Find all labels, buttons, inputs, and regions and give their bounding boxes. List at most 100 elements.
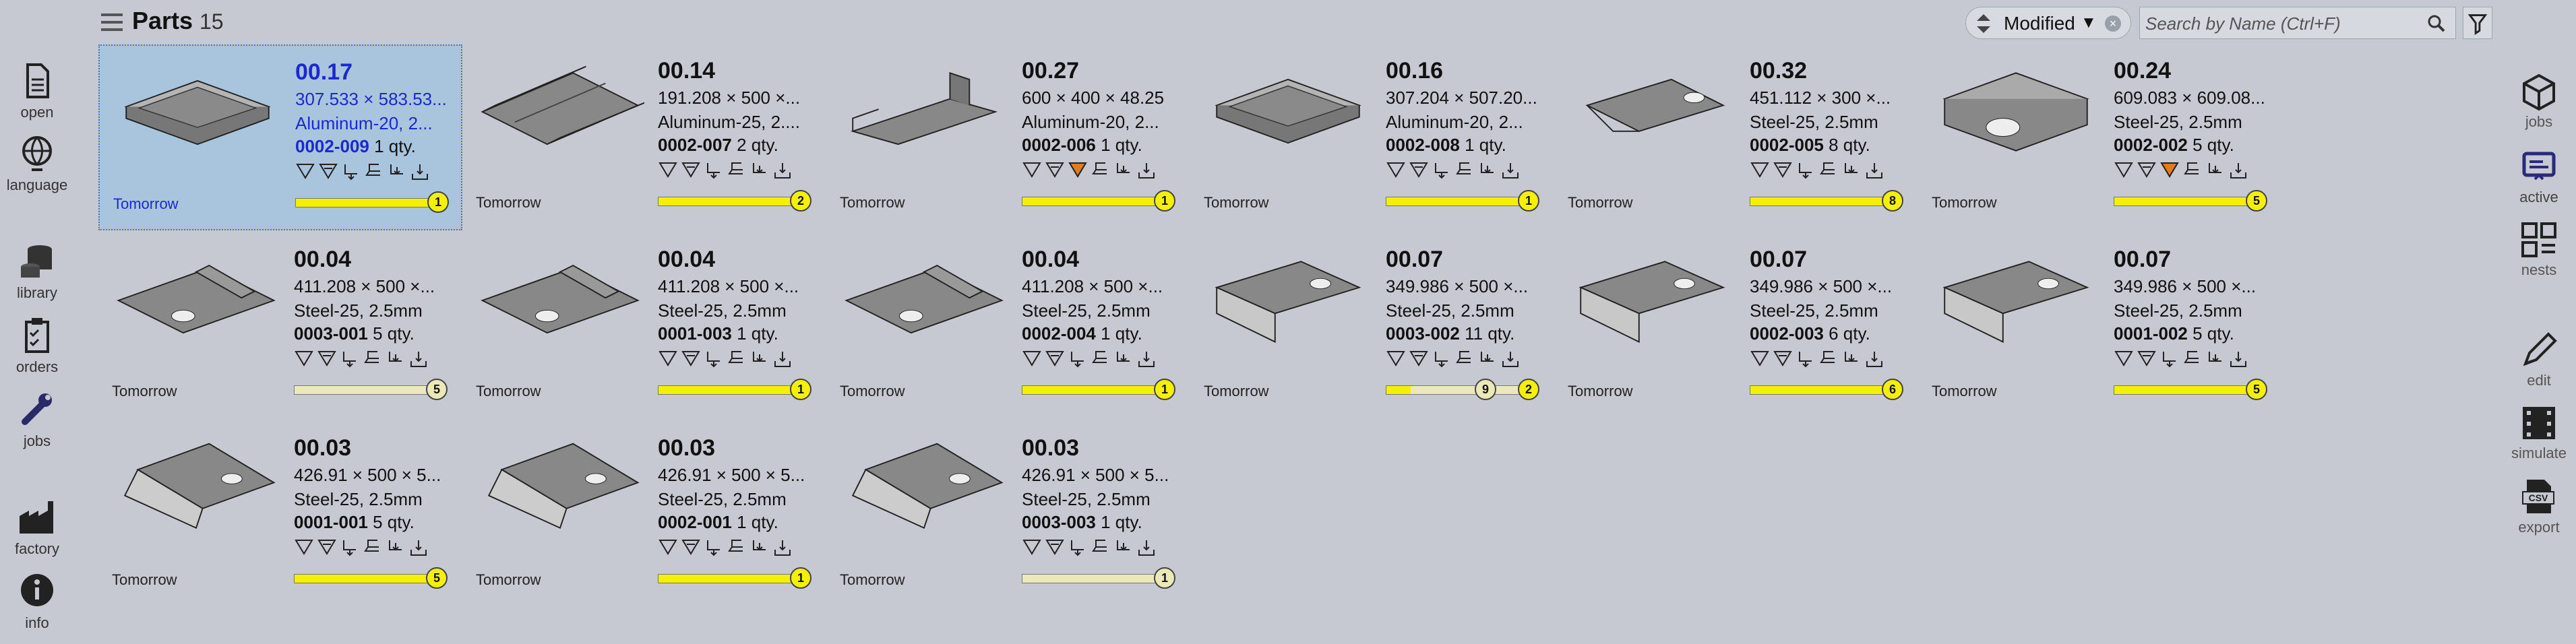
nav-language[interactable]: language bbox=[0, 132, 74, 194]
part-thumbnail[interactable] bbox=[112, 435, 280, 543]
part-dimensions: 609.083 × 609.08... bbox=[2114, 88, 2265, 108]
part-card[interactable]: Tomorrow 00.27 600 × 400 × 48.25 Aluminu… bbox=[826, 44, 1190, 230]
nav-right-nests[interactable]: nests bbox=[2502, 218, 2576, 279]
unload-op-icon bbox=[774, 163, 791, 179]
nav-jobs[interactable]: jobs bbox=[0, 388, 74, 450]
operation-icons bbox=[658, 349, 793, 369]
job-id[interactable]: 0003-001 bbox=[294, 323, 368, 344]
progress-bar: 5 bbox=[294, 379, 448, 400]
part-thumbnail[interactable] bbox=[1932, 247, 2100, 354]
quantity-badge: 1 bbox=[1518, 190, 1539, 212]
part-thumbnail[interactable] bbox=[476, 435, 644, 543]
part-thumbnail[interactable] bbox=[1204, 58, 1372, 166]
bend-op-icon bbox=[2160, 162, 2179, 178]
quantity-badge: 2 bbox=[1518, 379, 1539, 400]
job-id[interactable]: 0002-003 bbox=[1750, 323, 1824, 344]
part-thumbnail[interactable] bbox=[476, 58, 644, 166]
part-thumbnail[interactable] bbox=[840, 435, 1008, 543]
sort-direction-icon[interactable] bbox=[1974, 13, 1993, 34]
part-thumbnail[interactable] bbox=[1204, 247, 1372, 354]
quantity-badge: 8 bbox=[1882, 190, 1903, 212]
job-line: 0002-002 5 qty. bbox=[2114, 135, 2234, 156]
job-id[interactable]: 0002-008 bbox=[1386, 135, 1460, 155]
job-id[interactable]: 0002-009 bbox=[295, 136, 369, 156]
job-id[interactable]: 0002-001 bbox=[658, 512, 732, 532]
nav-right-simulate[interactable]: simulate bbox=[2502, 401, 2576, 462]
part-card[interactable]: Tomorrow 00.17 307.533 × 583.53... Alumi… bbox=[98, 44, 462, 230]
part-thumbnail[interactable] bbox=[1568, 247, 1736, 354]
due-date: Tomorrow bbox=[476, 383, 541, 399]
job-id[interactable]: 0002-007 bbox=[658, 135, 732, 155]
clear-sort-icon[interactable]: × bbox=[2105, 15, 2121, 32]
progress-bar: 1 bbox=[295, 191, 449, 213]
search-input[interactable] bbox=[2144, 10, 2416, 37]
job-line: 0002-006 1 qty. bbox=[1022, 135, 1142, 156]
progress-fill bbox=[295, 575, 428, 583]
part-thumbnail[interactable] bbox=[840, 247, 1008, 354]
progress-bar: 5 bbox=[294, 567, 448, 589]
part-thumbnail[interactable] bbox=[113, 59, 282, 167]
part-thumbnail[interactable] bbox=[840, 58, 1008, 166]
part-thumbnail[interactable] bbox=[1932, 58, 2100, 166]
nav-right-edit[interactable]: edit bbox=[2502, 329, 2576, 389]
job-id[interactable]: 0002-006 bbox=[1022, 135, 1096, 155]
nav-info[interactable]: info bbox=[0, 570, 74, 632]
progress-fill bbox=[658, 386, 792, 394]
part-card[interactable]: Tomorrow 00.24 609.083 × 609.08... Steel… bbox=[1918, 44, 2282, 230]
quantity-badge: 1 bbox=[427, 191, 449, 213]
search-icon[interactable] bbox=[2427, 14, 2446, 33]
form-op-icon bbox=[753, 352, 766, 362]
part-card[interactable]: Tomorrow 00.04 411.208 × 500 ×... Steel-… bbox=[98, 233, 462, 419]
job-id[interactable]: 0001-003 bbox=[658, 323, 732, 344]
deburr-op-icon bbox=[681, 540, 700, 555]
job-id[interactable]: 0003-003 bbox=[1022, 512, 1096, 532]
part-quantity: 8 qty. bbox=[1829, 135, 1870, 155]
part-dimensions: 411.208 × 500 ×... bbox=[658, 276, 799, 296]
nav-library[interactable]: library bbox=[0, 240, 74, 302]
part-card[interactable]: Tomorrow 00.07 349.986 × 500 ×... Steel-… bbox=[1918, 233, 2282, 419]
wrench-icon bbox=[22, 393, 52, 425]
nest-icon bbox=[2521, 222, 2556, 257]
part-card[interactable]: Tomorrow 00.32 451.112 × 300 ×... Steel-… bbox=[1554, 44, 1918, 230]
job-id[interactable]: 0002-002 bbox=[2114, 135, 2188, 155]
part-card[interactable]: Tomorrow 00.07 349.986 × 500 ×... Steel-… bbox=[1190, 233, 1554, 419]
job-id[interactable]: 0003-002 bbox=[1386, 323, 1460, 344]
nav-open[interactable]: open bbox=[0, 59, 74, 121]
quantity-badge: 1 bbox=[790, 567, 811, 589]
part-card[interactable]: Tomorrow 00.03 426.91 × 500 × 5... Steel… bbox=[462, 422, 826, 608]
cut-op-icon bbox=[2114, 351, 2133, 366]
part-card[interactable]: Tomorrow 00.03 426.91 × 500 × 5... Steel… bbox=[826, 422, 1190, 608]
due-date: Tomorrow bbox=[1204, 194, 1269, 211]
sort-dropdown[interactable]: Modified ▼ × bbox=[1965, 7, 2131, 39]
part-card[interactable]: Tomorrow 00.04 411.208 × 500 ×... Steel-… bbox=[462, 233, 826, 419]
part-card[interactable]: Tomorrow 00.03 426.91 × 500 × 5... Steel… bbox=[98, 422, 462, 608]
part-card[interactable]: Tomorrow 00.14 191.208 × 500 ×... Alumin… bbox=[462, 44, 826, 230]
job-id[interactable]: 0002-004 bbox=[1022, 323, 1096, 344]
cut-op-icon bbox=[658, 162, 677, 178]
job-id[interactable]: 0002-005 bbox=[1750, 135, 1824, 155]
menu-icon[interactable] bbox=[100, 12, 124, 32]
job-line: 0002-003 6 qty. bbox=[1750, 323, 1870, 344]
form-op-icon bbox=[1117, 163, 1130, 174]
operation-icons bbox=[1022, 538, 1157, 558]
job-id[interactable]: 0001-002 bbox=[2114, 323, 2188, 344]
nav-right-export[interactable]: CSV export bbox=[2502, 476, 2576, 536]
job-id[interactable]: 0001-001 bbox=[294, 512, 368, 532]
part-thumbnail[interactable] bbox=[112, 247, 280, 354]
quantity-badge: 6 bbox=[1882, 379, 1903, 400]
nav-right-jobs[interactable]: jobs bbox=[2502, 70, 2576, 131]
part-card[interactable]: Tomorrow 00.16 307.204 × 507.20... Alumi… bbox=[1190, 44, 1554, 230]
part-card[interactable]: Tomorrow 00.07 349.986 × 500 ×... Steel-… bbox=[1554, 233, 1918, 419]
fold-op-icon bbox=[364, 351, 379, 363]
part-thumbnail[interactable] bbox=[476, 247, 644, 354]
part-thumbnail[interactable] bbox=[1568, 58, 1736, 166]
right-sidebar: jobs active nests edit simulate CSV expo… bbox=[2502, 0, 2576, 644]
part-card[interactable]: Tomorrow 00.04 411.208 × 500 ×... Steel-… bbox=[826, 233, 1190, 419]
nav-label: simulate bbox=[2511, 445, 2567, 461]
filter-icon[interactable] bbox=[2463, 7, 2492, 39]
nav-orders[interactable]: orders bbox=[0, 314, 74, 376]
part-name: 00.27 bbox=[1022, 58, 1080, 84]
nav-label: jobs bbox=[23, 432, 51, 449]
nav-factory[interactable]: factory bbox=[0, 496, 74, 558]
nav-right-active[interactable]: active bbox=[2502, 146, 2576, 206]
